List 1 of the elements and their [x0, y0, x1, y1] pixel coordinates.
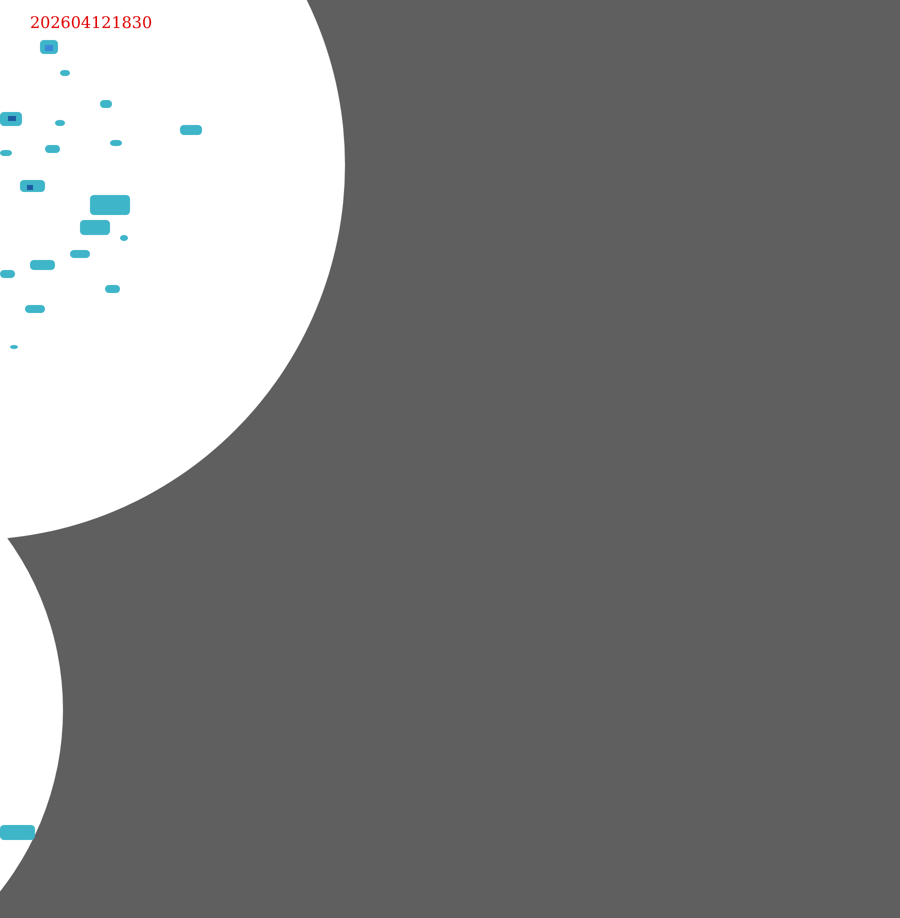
timestamp-text: 202604121830 — [30, 13, 152, 33]
